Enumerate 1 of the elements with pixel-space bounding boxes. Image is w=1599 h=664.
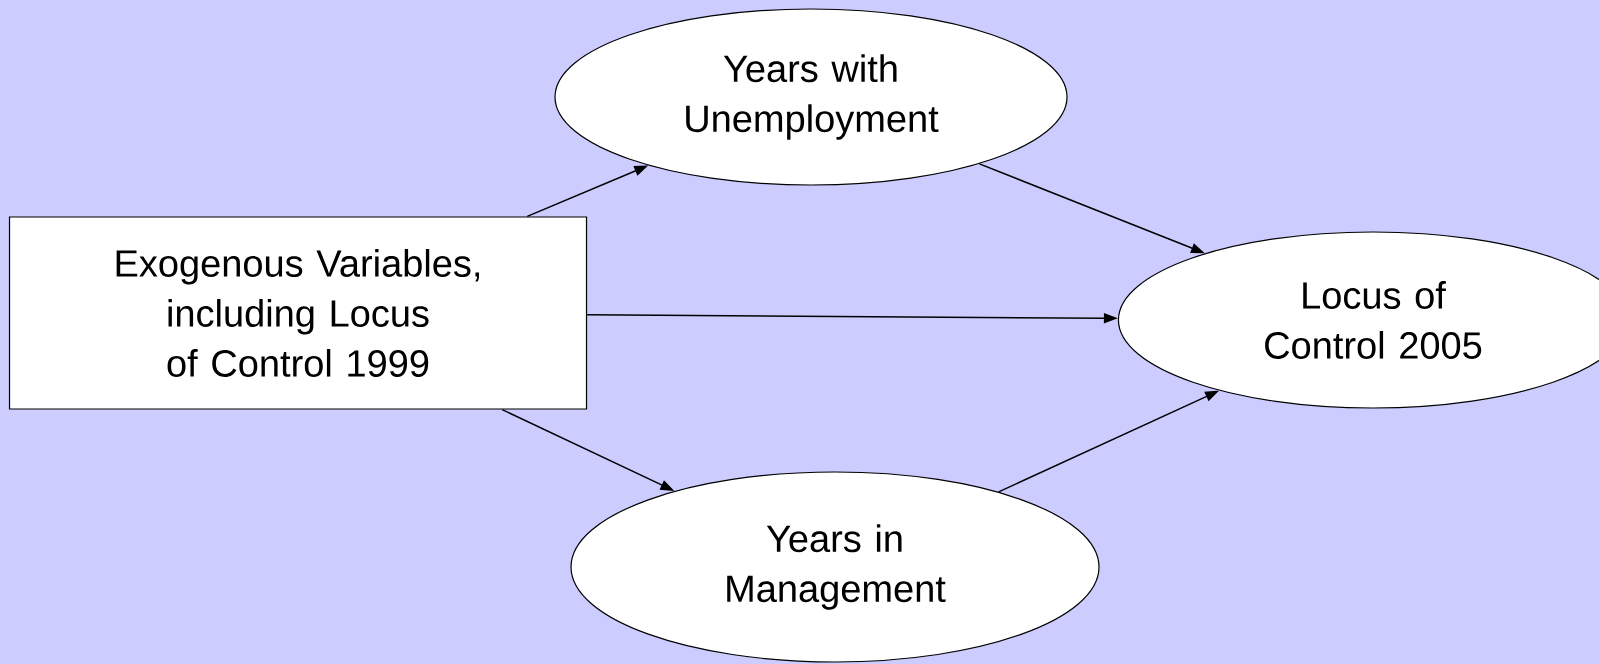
variable-box: Exogenous Variables, including Locus of Control 1999 — [8, 216, 588, 410]
